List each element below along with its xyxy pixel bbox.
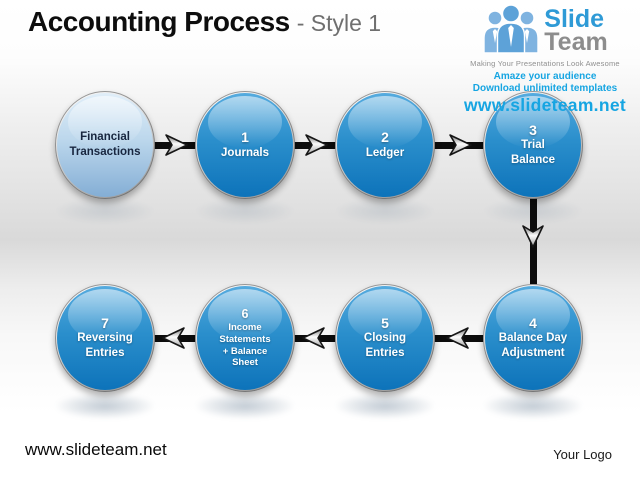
arrow-left-icon (446, 327, 469, 349)
connector-balance-day-to-closing (433, 325, 485, 351)
connector-ledger-to-trial-balance (433, 132, 485, 158)
arrow-left-icon (162, 327, 185, 349)
node-number: 5 (381, 314, 389, 331)
node-financial-transactions[interactable]: Financial Transactions (55, 91, 155, 199)
arrow-left-icon (302, 327, 325, 349)
footer-your-logo: Your Logo (553, 447, 612, 462)
brand-slide: Slide (544, 5, 605, 33)
node-trial-balance[interactable]: 3 Trial Balance (483, 91, 583, 199)
connector-income-to-reversing (153, 325, 197, 351)
connector-closing-to-income (293, 325, 337, 351)
page-title: Accounting Process- Style 1 (28, 6, 381, 38)
connector-financial-to-journals (153, 132, 197, 158)
node-journals[interactable]: 1 Journals (195, 91, 295, 199)
node-closing-entries[interactable]: 5 Closing Entries (335, 284, 435, 392)
node-number: 4 (529, 314, 537, 331)
node-label: Closing Entries (363, 332, 407, 360)
node-label: Reversing Entries (77, 332, 133, 360)
slideteam-logo: Slide Team Making Your Presentations Loo… (454, 3, 636, 114)
node-reflection (195, 198, 295, 224)
arrow-right-icon (165, 134, 188, 156)
title-style-suffix: - Style 1 (296, 10, 382, 36)
node-balance-day-adjustment[interactable]: 4 Balance Day Adjustment (483, 284, 583, 392)
node-number: 7 (101, 314, 109, 331)
node-reflection (195, 393, 295, 419)
promo-line-1: Amaze your audience (493, 70, 597, 82)
node-label: Financial Transactions (69, 131, 141, 158)
node-label: Balance Day Adjustment (498, 332, 568, 360)
title-text: Accounting Process (28, 6, 290, 37)
footer-website-link[interactable]: www.slideteam.net (25, 440, 167, 459)
node-income-statements-balance-sheet[interactable]: 6 Income Statements + Balance Sheet (195, 284, 295, 392)
node-reflection (335, 393, 435, 419)
node-ledger[interactable]: 2 Ledger (335, 91, 435, 199)
node-reflection (483, 393, 583, 419)
node-number: 3 (529, 121, 537, 138)
node-number: 1 (241, 129, 249, 146)
node-label: Trial Balance (510, 139, 556, 167)
node-number: 6 (241, 307, 249, 322)
connector-trial-balance-to-balance-day (521, 197, 545, 286)
brand-team: Team (544, 28, 608, 56)
logo-tagline: Making Your Presentations Look Awesome (470, 59, 620, 68)
promo-line-2: Download unlimited templates (472, 83, 618, 94)
node-reflection (335, 198, 435, 224)
node-label: Journals (221, 146, 269, 159)
connector-journals-to-ledger (293, 132, 337, 158)
people-group-icon (482, 3, 540, 59)
arrow-right-icon (449, 134, 472, 156)
arrow-right-icon (305, 134, 328, 156)
node-reflection (55, 198, 155, 224)
node-label: Ledger (365, 146, 405, 159)
node-reflection (55, 393, 155, 419)
arrow-down-icon (522, 225, 544, 248)
node-number: 2 (381, 129, 389, 146)
node-label: Income Statements + Balance Sheet (219, 322, 271, 369)
node-reversing-entries[interactable]: 7 Reversing Entries (55, 284, 155, 392)
promo-url-link[interactable]: www.slideteam.net (464, 94, 626, 115)
